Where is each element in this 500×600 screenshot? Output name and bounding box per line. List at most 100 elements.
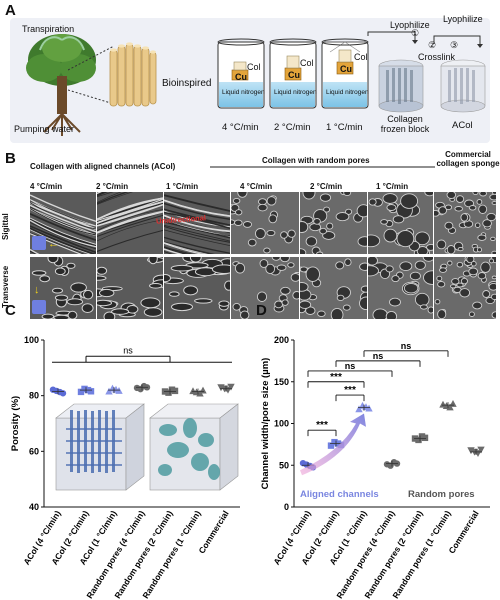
data-point bbox=[199, 386, 207, 394]
aligned-channel-h bbox=[66, 440, 122, 442]
sem-image-r2-c5 bbox=[300, 257, 367, 319]
y-tick-label: 100 bbox=[24, 335, 39, 345]
y-axis-label: Channel width/pore size (µm) bbox=[260, 358, 271, 490]
random-pore bbox=[183, 418, 197, 438]
data-point bbox=[171, 387, 179, 395]
group-aligned-label: Collagen with aligned channels (ACol) bbox=[30, 162, 176, 171]
data-point bbox=[105, 387, 113, 395]
jar-1 bbox=[217, 38, 265, 109]
freezing-jars bbox=[217, 38, 369, 109]
y-tick-label: 50 bbox=[279, 460, 289, 470]
crosslink-label: Crosslink bbox=[418, 52, 456, 62]
step-1: ① bbox=[411, 28, 420, 38]
y-tick-label: 100 bbox=[274, 419, 289, 429]
pumping-water-label: Pumping water bbox=[14, 124, 75, 134]
channel-bundle-illustration bbox=[109, 42, 157, 107]
step-2: ② bbox=[428, 40, 437, 50]
jar-2-liquid: Liquid nitrogen bbox=[274, 89, 317, 96]
panel-b: B Collagen with aligned channels (ACol) … bbox=[0, 148, 500, 319]
step-3: ③ bbox=[450, 40, 459, 50]
panel-a: A Transpiration Pumping water Bioinspire… bbox=[0, 0, 500, 147]
data-point bbox=[227, 383, 235, 391]
process-arrows bbox=[367, 31, 483, 48]
y-tick-label: 0 bbox=[284, 502, 289, 512]
y-axis-label: Porosity (%) bbox=[10, 396, 21, 451]
y-tick-label: 150 bbox=[274, 377, 289, 387]
jar-1-col: Col bbox=[247, 62, 261, 72]
random-cube-side bbox=[219, 403, 239, 491]
trend-arrow bbox=[300, 413, 366, 476]
panel-b-letter: B bbox=[5, 150, 16, 167]
jar-3-cu: Cu bbox=[340, 64, 352, 74]
scaffold-illustrations bbox=[55, 403, 239, 491]
group-commercial-l1: Commercial bbox=[445, 150, 491, 159]
data-point bbox=[87, 388, 95, 395]
aligned-channel-h bbox=[66, 452, 122, 454]
y-tick-label: 200 bbox=[274, 335, 289, 345]
data-point bbox=[449, 400, 457, 407]
zoom-lines bbox=[68, 45, 115, 105]
x-tick-label: Random pores (1 °C/min) bbox=[140, 509, 202, 600]
data-point bbox=[446, 403, 454, 411]
arrow-left-icon: ← bbox=[48, 238, 59, 250]
x-tick-label: Random pores (1 °C/min) bbox=[390, 509, 452, 600]
jar-3-rate: 1 °C/min bbox=[326, 122, 363, 133]
rate-header-2: 2 °C/min bbox=[96, 182, 129, 191]
sig-label: *** bbox=[344, 385, 356, 396]
y-tick-label: 60 bbox=[29, 446, 39, 456]
random-group-underline bbox=[210, 166, 435, 168]
sig-label: *** bbox=[316, 420, 328, 431]
random-pore bbox=[167, 442, 189, 458]
orientation-icon-sagittal bbox=[32, 236, 46, 250]
frozen-block-label-line2: frozen block bbox=[380, 124, 430, 134]
data-point bbox=[81, 385, 88, 393]
panel-a-letter: A bbox=[5, 2, 16, 19]
y-tick-label: 80 bbox=[29, 391, 39, 401]
panel-d-letter: D bbox=[256, 302, 267, 319]
y-tick-label: 40 bbox=[29, 502, 39, 512]
lyophilize-2-label: Lyophilize bbox=[443, 14, 483, 24]
frozen-block-illustration bbox=[378, 59, 424, 113]
bioinspired-label: Bioinspired bbox=[162, 78, 212, 89]
sig-label: ns bbox=[345, 361, 356, 371]
data-point bbox=[165, 389, 172, 396]
transpiration-label: Transpiration bbox=[22, 24, 75, 34]
data-point bbox=[415, 436, 422, 444]
frozen-block-label: Collagen frozen block bbox=[380, 114, 430, 134]
aligned-channel-h bbox=[66, 464, 122, 466]
data-point bbox=[421, 434, 429, 442]
data-point bbox=[365, 404, 373, 412]
aligned-channel-h bbox=[66, 428, 122, 430]
random-pore bbox=[191, 453, 209, 471]
row-label-sagittal: Sigittal bbox=[1, 213, 10, 240]
jar-2-rate: 2 °C/min bbox=[274, 122, 311, 133]
random-pore bbox=[159, 424, 177, 436]
sem-image-r1-c5 bbox=[300, 192, 367, 254]
frozen-block-label-line1: Collagen bbox=[387, 114, 423, 124]
orientation-icon-transverse bbox=[32, 300, 46, 314]
jar-2-col: Col bbox=[300, 58, 314, 68]
ns-label: ns bbox=[123, 345, 133, 355]
sig-label: ns bbox=[373, 351, 384, 361]
rate-header-1: 4 °C/min bbox=[30, 182, 63, 191]
aligned-cube-side bbox=[125, 403, 145, 491]
jar-2 bbox=[269, 38, 317, 109]
jar-1-rate: 4 °C/min bbox=[222, 122, 259, 133]
data-point bbox=[327, 442, 335, 449]
tree-illustration bbox=[26, 34, 96, 136]
sig-label: *** bbox=[330, 372, 342, 383]
data-point bbox=[477, 446, 485, 454]
data-point bbox=[331, 438, 338, 446]
group-commercial-label: Commercial collagen sponge bbox=[436, 150, 500, 168]
rate-header-3: 1 °C/min bbox=[166, 182, 199, 191]
sem-image-r1-c7 bbox=[434, 192, 496, 254]
rate-header-5: 2 °C/min bbox=[310, 182, 343, 191]
data-point bbox=[355, 405, 363, 413]
acol-label: ACol bbox=[452, 120, 473, 131]
random-pore bbox=[198, 433, 214, 447]
random-pores-label: Random pores bbox=[408, 489, 475, 500]
random-pore bbox=[158, 464, 172, 476]
sem-image-r1-c4 bbox=[231, 192, 299, 254]
